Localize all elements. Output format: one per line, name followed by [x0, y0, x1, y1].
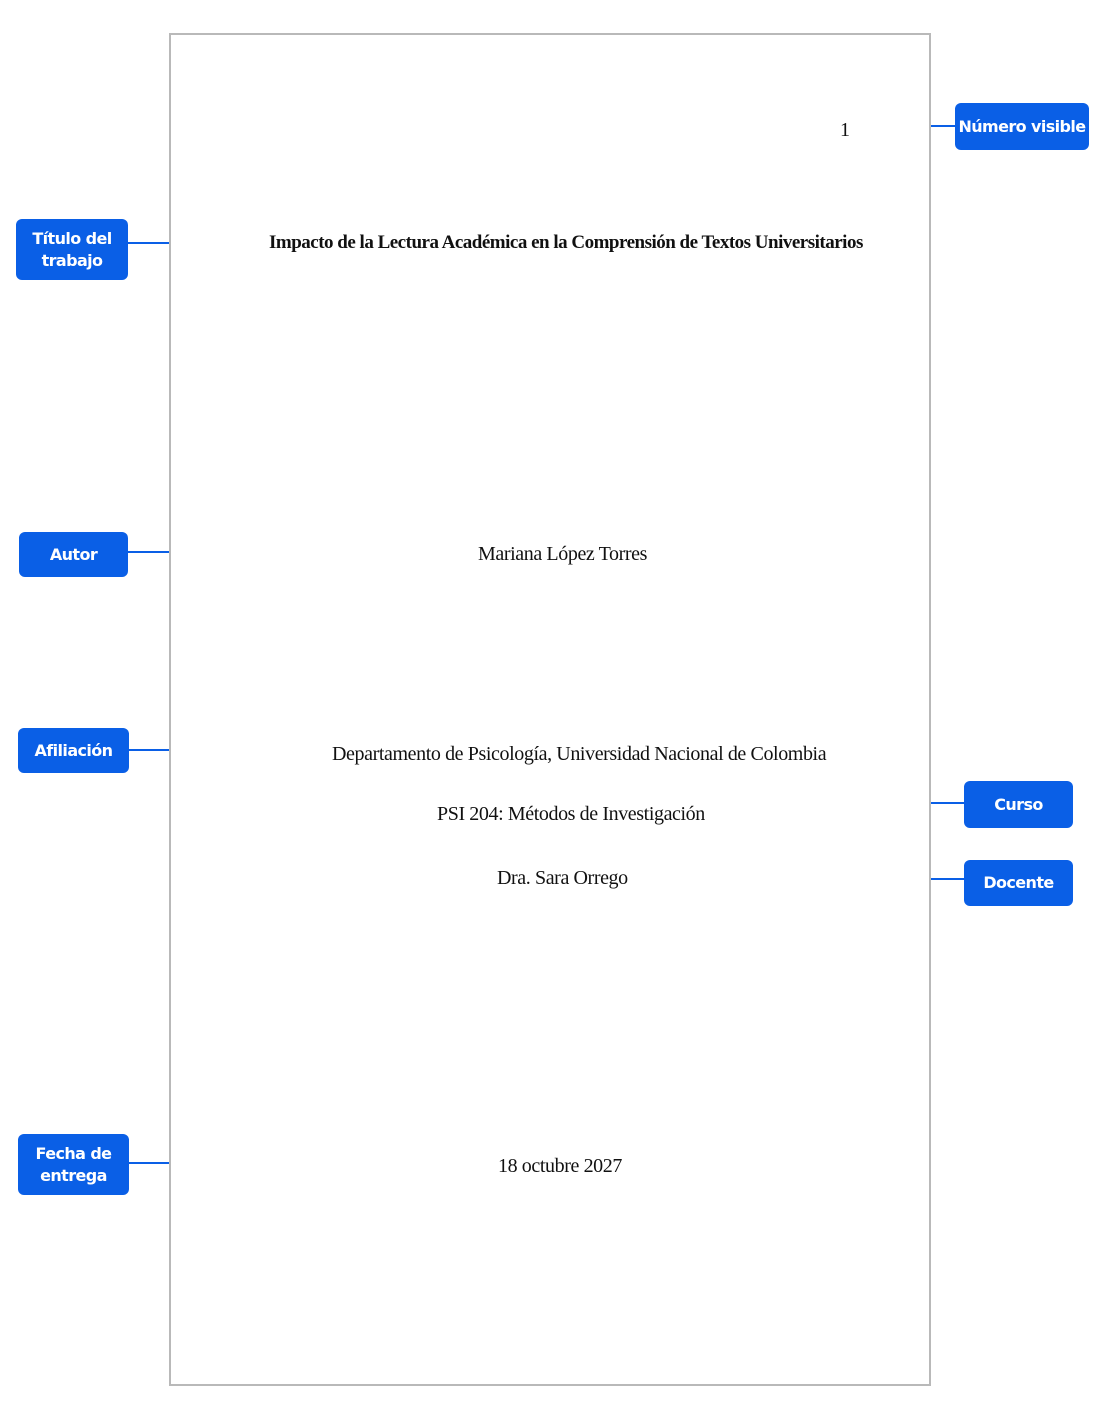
instructor-name: Dra. Sara Orrego: [497, 867, 628, 889]
label-author[interactable]: Autor: [19, 532, 128, 577]
label-course[interactable]: Curso: [964, 781, 1073, 828]
label-title[interactable]: Título del trabajo: [16, 219, 128, 280]
paper-title: Impacto de la Lectura Académica en la Co…: [269, 232, 863, 253]
label-instructor[interactable]: Docente: [964, 860, 1073, 906]
document-page: [169, 33, 931, 1386]
affiliation-text: Departamento de Psicología, Universidad …: [332, 743, 827, 765]
course-text: PSI 204: Métodos de Investigación: [437, 803, 705, 825]
submission-date: 18 octubre 2027: [498, 1155, 622, 1177]
page-number: 1: [840, 119, 850, 141]
author-name: Mariana López Torres: [478, 543, 648, 565]
label-page-number[interactable]: Número visible: [955, 103, 1089, 150]
label-date[interactable]: Fecha de entrega: [18, 1134, 129, 1195]
label-affiliation[interactable]: Afiliación: [18, 728, 129, 773]
